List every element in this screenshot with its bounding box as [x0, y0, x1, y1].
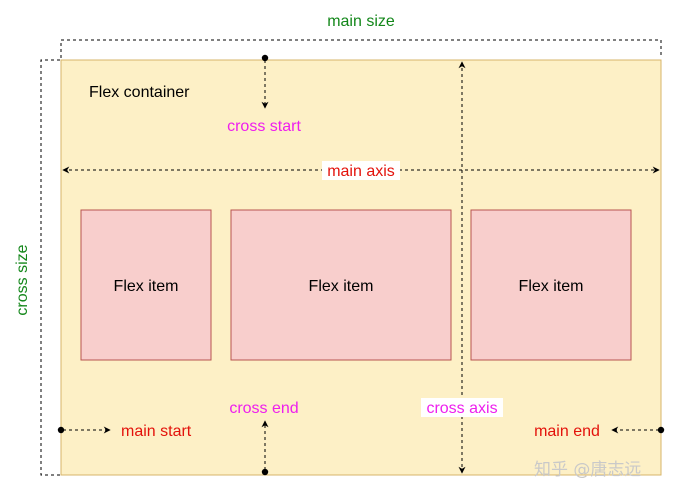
- watermark: 知乎 @唐志远: [534, 460, 642, 480]
- flex-item-label: Flex item: [519, 278, 584, 295]
- main-axis-label-bg: [322, 161, 400, 180]
- main-end-label: main end: [534, 423, 600, 440]
- main-end-dot: [657, 426, 665, 434]
- cross-size-bracket: [40, 59, 60, 476]
- main-size-bracket: [60, 39, 662, 58]
- main-size-label: main size: [327, 13, 395, 30]
- container-label: Flex container: [89, 84, 190, 101]
- flex-item-3: [470, 209, 632, 361]
- flex-item-2: [230, 209, 452, 361]
- main-axis-label: main axis: [327, 163, 395, 180]
- cross-start-label: cross start: [227, 118, 301, 135]
- main-start-label: main start: [121, 423, 192, 440]
- cross-end-label: cross end: [229, 400, 298, 417]
- flex-item-label: Flex item: [114, 278, 179, 295]
- flex-item-label: Flex item: [309, 278, 374, 295]
- cross-axis-label-bg: [421, 398, 503, 417]
- cross-size-label: cross size: [14, 244, 31, 315]
- cross-end-dot: [261, 468, 269, 476]
- cross-axis-label: cross axis: [426, 400, 497, 417]
- main-start-dot: [57, 426, 65, 434]
- cross-start-dot: [261, 54, 269, 62]
- flex-item-1: [80, 209, 212, 361]
